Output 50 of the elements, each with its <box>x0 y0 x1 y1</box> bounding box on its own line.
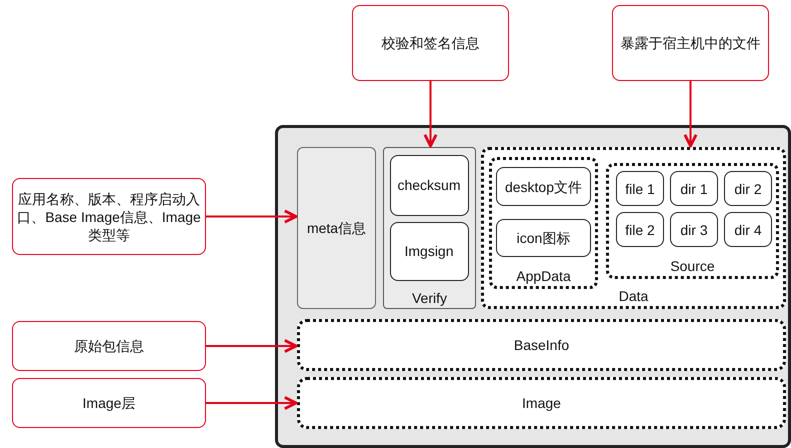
box-label: file 2 <box>624 220 656 238</box>
dotted-group-box <box>606 163 779 279</box>
item-box <box>670 212 718 247</box>
item-box <box>496 219 591 257</box>
dotted-layer-box <box>297 319 786 371</box>
group-box <box>383 147 476 309</box>
callout-box <box>12 178 206 255</box>
callout-box <box>12 378 206 428</box>
dotted-group-box <box>481 147 786 309</box>
box-label: 暴露于宿主机中的文件 <box>620 34 762 52</box>
group-title: Verify <box>410 289 448 307</box>
box-label: BaseInfo <box>512 336 570 354</box>
box-label: 校验和签名信息 <box>380 34 480 52</box>
box-label: dir 2 <box>733 180 763 198</box>
box-label: Image层 <box>82 394 136 412</box>
box-label: 应用名称、版本、程序启动入口、Base Image信息、Image类型等 <box>16 190 202 244</box>
box-label: dir 3 <box>679 220 709 238</box>
item-box <box>616 212 664 247</box>
item-box <box>496 167 591 206</box>
item-box <box>390 222 468 280</box>
box-label: file 1 <box>624 180 656 198</box>
item-box <box>670 171 718 206</box>
callout-box <box>352 5 509 81</box>
arrow <box>684 81 698 148</box>
group-title: Source <box>669 257 716 275</box>
box-label: checksum <box>396 176 462 194</box>
box-label: icon图标 <box>516 229 572 247</box>
callout-box <box>12 321 206 371</box>
box-label: dir 4 <box>733 220 763 238</box>
arrow <box>206 339 298 353</box>
callout-box <box>612 5 769 81</box>
item-box <box>724 212 772 247</box>
item-box <box>616 171 664 206</box>
dotted-group-box <box>489 157 598 289</box>
arrow <box>424 81 438 148</box>
group-title: AppData <box>515 267 572 285</box>
box-label: desktop文件 <box>504 178 584 196</box>
arrow <box>206 210 298 224</box>
group-title: Data <box>618 287 650 305</box>
box-label: meta信息 <box>306 219 368 237</box>
box-label: Imgsign <box>403 242 455 260</box>
section-box <box>297 147 376 309</box>
arrow <box>206 396 298 410</box>
box-label: 原始包信息 <box>73 337 145 355</box>
container-panel <box>275 125 791 448</box>
dotted-layer-box <box>297 377 786 429</box>
box-label: dir 1 <box>679 180 709 198</box>
item-box <box>390 154 468 216</box>
box-label: Image <box>521 394 562 412</box>
item-box <box>724 171 772 206</box>
